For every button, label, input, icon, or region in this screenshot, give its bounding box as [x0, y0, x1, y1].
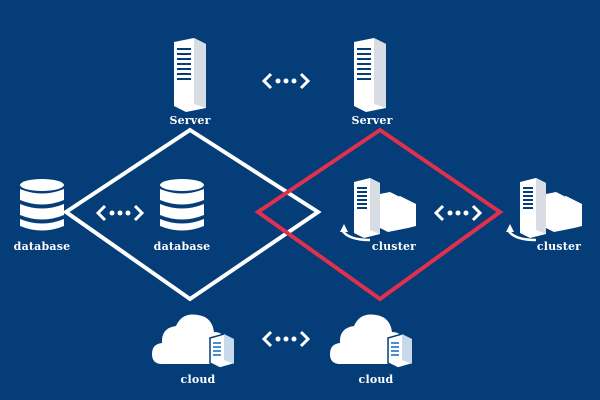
- cloud-right-label: cloud: [358, 373, 394, 386]
- server-left-label: Server: [169, 114, 211, 127]
- server-icon: [354, 38, 386, 112]
- cluster-icon: [506, 178, 582, 242]
- bidirectional-connector-icon: [262, 72, 310, 90]
- cloud-icon: [330, 314, 413, 368]
- database-icon: [160, 179, 204, 231]
- cluster-icon: [340, 178, 416, 242]
- database-icon: [20, 179, 64, 231]
- database-center-label: database: [153, 240, 211, 253]
- white-diamond: [62, 127, 322, 302]
- red-diamond: [254, 127, 504, 302]
- cloud-left-label: cloud: [180, 373, 216, 386]
- server-icon: [174, 38, 206, 112]
- server-right-label: Server: [351, 114, 393, 127]
- bidirectional-connector-icon: [434, 204, 482, 222]
- cluster-center-label: cluster: [371, 240, 417, 253]
- database-left-label: database: [13, 240, 71, 253]
- bidirectional-connector-icon: [262, 330, 310, 348]
- cluster-right-label: cluster: [536, 240, 582, 253]
- bidirectional-connector-icon: [96, 204, 144, 222]
- cloud-icon: [152, 314, 235, 368]
